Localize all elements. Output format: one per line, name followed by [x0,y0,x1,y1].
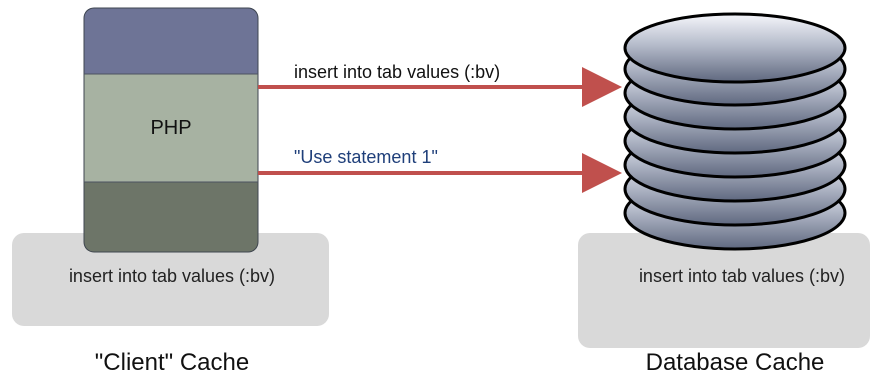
database-cache: insert into tab values (:bv) [578,233,870,348]
php-outline [83,7,259,253]
php-label: PHP [150,117,191,139]
arrow-insert: insert into tab values (:bv) [258,62,622,107]
arrow-use-statement-label: "Use statement 1" [294,147,438,167]
php-middle-section [84,74,258,182]
client-cache-caption: "Client" Cache [95,349,249,376]
database-cache-box [578,233,870,348]
client-cache-text: insert into tab values (:bv) [69,266,275,286]
database-cache-caption: Database Cache [646,349,825,376]
php-component: PHP [83,7,259,253]
php-bottom-section [84,182,258,252]
arrow-insert-label: insert into tab values (:bv) [294,62,500,82]
php-top-section [84,8,258,74]
client-cache-box [12,233,329,326]
database-stack [623,12,847,251]
client-cache: insert into tab values (:bv) [12,233,329,326]
database-cache-text: insert into tab values (:bv) [639,266,845,286]
database-disk [623,12,847,84]
arrow-use-statement: "Use statement 1" [258,147,622,193]
